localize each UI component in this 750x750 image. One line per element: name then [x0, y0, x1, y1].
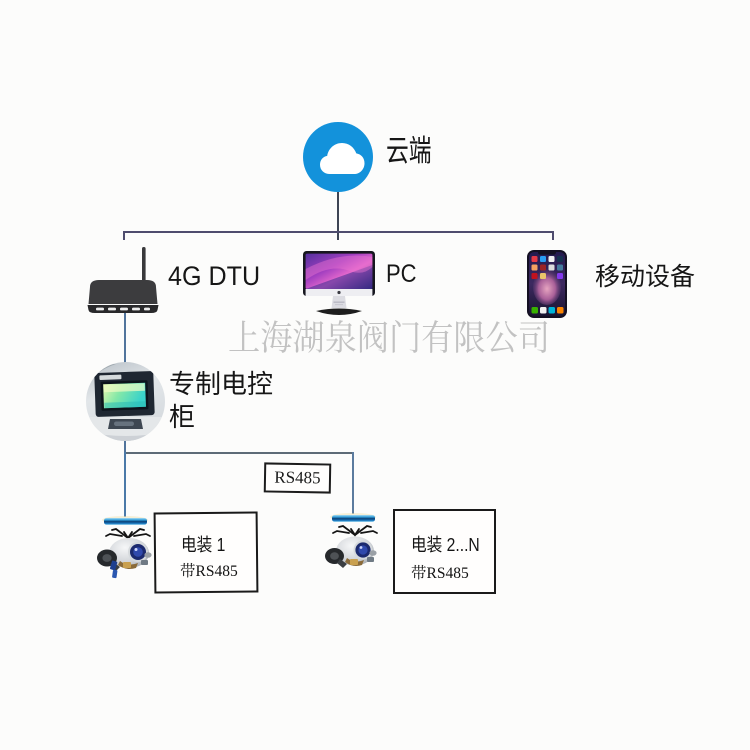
actuator2-subtitle: 带RS485	[411, 565, 469, 582]
connector-bus-horizontal	[124, 452, 354, 454]
router-icon	[87, 247, 159, 313]
watermark-text: 上海湖泉阀门有限公司	[228, 319, 551, 358]
dtu-label: 4G DTU	[168, 261, 261, 291]
actuator2-icon	[325, 513, 378, 568]
actuator2-title: 电装 2...N	[411, 535, 480, 555]
cabinet-label: 专制电控柜	[169, 368, 281, 434]
cloud-label: 云端	[386, 135, 432, 168]
actuator1-subtitle: 带RS485	[180, 563, 238, 580]
mobile-label: 移动设备	[595, 263, 696, 291]
pc-label: PC	[386, 260, 417, 288]
pc-icon	[303, 251, 375, 315]
cabinet-icon	[86, 362, 165, 441]
connector-stub-left	[123, 231, 125, 240]
connector-actuator1-vertical	[124, 452, 126, 517]
connector-top-horizontal	[123, 231, 554, 233]
connector-stub-right	[552, 231, 554, 240]
cloud-glyph	[320, 143, 365, 174]
connector-actuator2-vertical	[352, 452, 354, 514]
cabinet-label-line1: 专制电控	[169, 369, 274, 399]
cloud-icon	[303, 122, 373, 192]
mobile-icon	[527, 250, 567, 318]
actuator2-box	[393, 509, 496, 594]
actuator1-title: 电装 1	[181, 535, 226, 555]
actuator1-icon	[97, 516, 152, 579]
bus-label: RS485	[274, 467, 321, 488]
bus-label-box: RS485	[263, 462, 332, 494]
connector-cabinet-bus	[124, 438, 126, 454]
connector-cloud-vertical	[337, 192, 339, 240]
cabinet-label-line2: 柜	[169, 402, 196, 432]
connector-dtu-cabinet	[124, 313, 126, 365]
